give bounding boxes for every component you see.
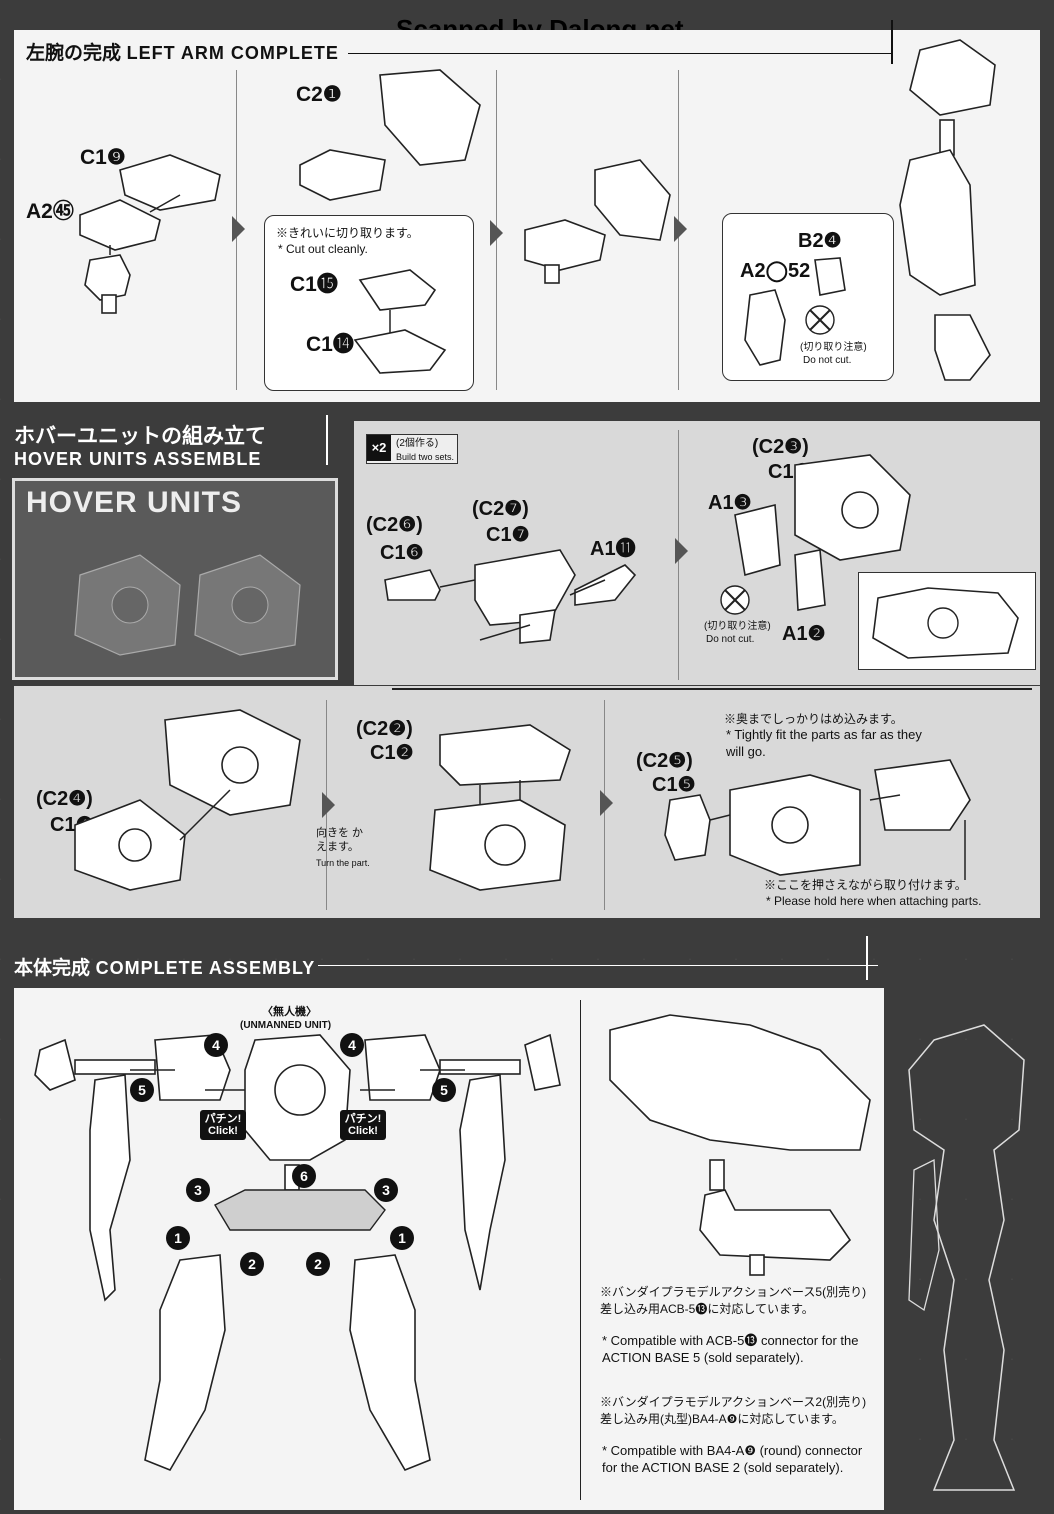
step-arrow [675,538,688,564]
step-arrow [674,216,687,242]
donotcut-en: Do not cut. [803,355,852,366]
arm-complete-drawing [899,39,996,381]
label-c1-5: C1❺ [652,774,696,796]
action-base-drawing [609,1014,871,1276]
hover-parts-drawing-2 [720,454,911,615]
label-c2-6: (C2❻) [366,514,423,536]
step-4-right: 4 [340,1033,364,1057]
cut-note-jp: ※きれいに切り取ります。 [276,226,419,240]
step-6: 6 [292,1164,316,1188]
section-title-complete: 本体完成 COMPLETE ASSEMBLY [14,957,316,979]
x2-en: Build two sets. [396,452,455,462]
step-4-left: 4 [204,1033,228,1057]
arm-part-drawing-3 [524,159,671,284]
fit-note-en: * Tightly fit the parts as far as they w… [726,727,922,759]
cut-note-en: * Cut out cleanly. [278,242,368,256]
donotcut-jp: (切り取り注意) [800,342,867,353]
label-a1-11: A1⓫ [590,538,636,560]
hold-note-jp: ※ここを押さえながら取り付けます。 [764,878,967,892]
x2-jp: (2個作る) [396,438,439,449]
hold-note-en: * Please hold here when attaching parts. [766,894,982,908]
label-a2-45: A2㊺ [26,200,74,223]
label-c2-3: (C2❸) [752,436,809,458]
step-5-left: 5 [130,1078,154,1102]
step-5-right: 5 [432,1078,456,1102]
step-1-right: 1 [390,1226,414,1250]
label-c1-6: C1❻ [380,542,424,564]
label-c2-1: C2❶ [296,83,342,106]
label-c1-9: C1❾ [80,146,126,169]
label-c1-15: C1⓯ [290,273,338,296]
unmanned-jp: 〈無人機〉 [262,1006,317,1018]
action-base5-note-en: * Compatible with ACB-5⓭ connector for t… [602,1333,859,1365]
arm-part-drawing-2 [299,69,481,201]
hand-parts-drawing [744,257,846,366]
complete-assembly-drawing [34,1033,561,1471]
click-badge-right: パチン! Click! [340,1110,386,1140]
cut-note-box [264,215,474,391]
label-c2-7: (C2❼) [472,498,529,520]
title-rule [348,53,893,54]
section-title-left-arm: 左腕の完成 LEFT ARM COMPLETE [26,42,339,64]
label-c1-14: C1⓮ [306,333,354,356]
cut-part-drawing [353,269,447,374]
title-slash [326,415,328,465]
label-a1-3: A1❸ [708,492,752,514]
step-3-left: 3 [186,1178,210,1202]
completed-mech-silhouette [908,1024,1025,1491]
step-2-right: 2 [306,1252,330,1276]
hover-parts-drawing-1 [384,549,637,644]
step-arrow [232,216,245,242]
hover-parts-drawing-3 [74,709,301,891]
step-arrow [600,790,613,816]
label-c2-5: (C2❺) [636,750,693,772]
unmanned-en: (UNMANNED UNIT) [240,1020,332,1031]
turn-jp: 向きを かえます。 [316,827,364,853]
title-slash [891,20,893,64]
step-divider [580,1000,581,1500]
fit-note-jp: ※奥までしっかりはめ込みます。 [724,712,903,726]
hover-units-photo-drawing [74,554,301,656]
label-c1-2: C1❷ [370,742,414,764]
section-title-hover-jp: ホバーユニットの組み立て [14,423,266,448]
step-2-left: 2 [240,1252,264,1276]
label-a2-52: A2◯52 [740,260,811,282]
label-a1-2: A1❷ [782,623,826,645]
action-base5-note-jp: ※バンダイプラモデルアクションベース5(別売り)差し込み用ACB-5⓭に対応して… [600,1285,867,1316]
hover-parts-drawing-5 [664,759,971,880]
step-arrow [490,220,503,246]
action-base2-note-en: * Compatible with BA4-A❾ (round) connect… [602,1443,863,1475]
step-1-left: 1 [166,1226,190,1250]
turn-en: Turn the part. [316,858,370,868]
title-slash [866,936,868,980]
x2-badge-mark: ×2 [367,435,391,461]
label-b2-4: B2❹ [798,230,842,252]
label-c2-2: (C2❷) [356,718,413,740]
title-rule [318,965,878,966]
step-arrow [322,792,335,818]
detail-box-drawing [872,587,1019,659]
label-c1-7: C1❼ [486,524,530,546]
label-c2-4: (C2❹) [36,788,93,810]
divider-rule [392,688,1032,690]
donotcut-jp-2: (切り取り注意) [704,621,771,632]
section-title-hover-en: HOVER UNITS ASSEMBLE [14,449,262,469]
hover-units-photo-title: HOVER UNITS [26,486,243,519]
step-3-right: 3 [374,1178,398,1202]
action-base2-note-jp: ※バンダイプラモデルアクションベース2(別売り)差し込み用(丸型)BA4-A❾に… [600,1395,867,1426]
hover-parts-drawing-4 [429,724,571,891]
donotcut-en-2: Do not cut. [706,634,755,645]
click-badge-left: パチン! Click! [200,1110,246,1140]
arm-part-drawing-1 [79,154,221,314]
